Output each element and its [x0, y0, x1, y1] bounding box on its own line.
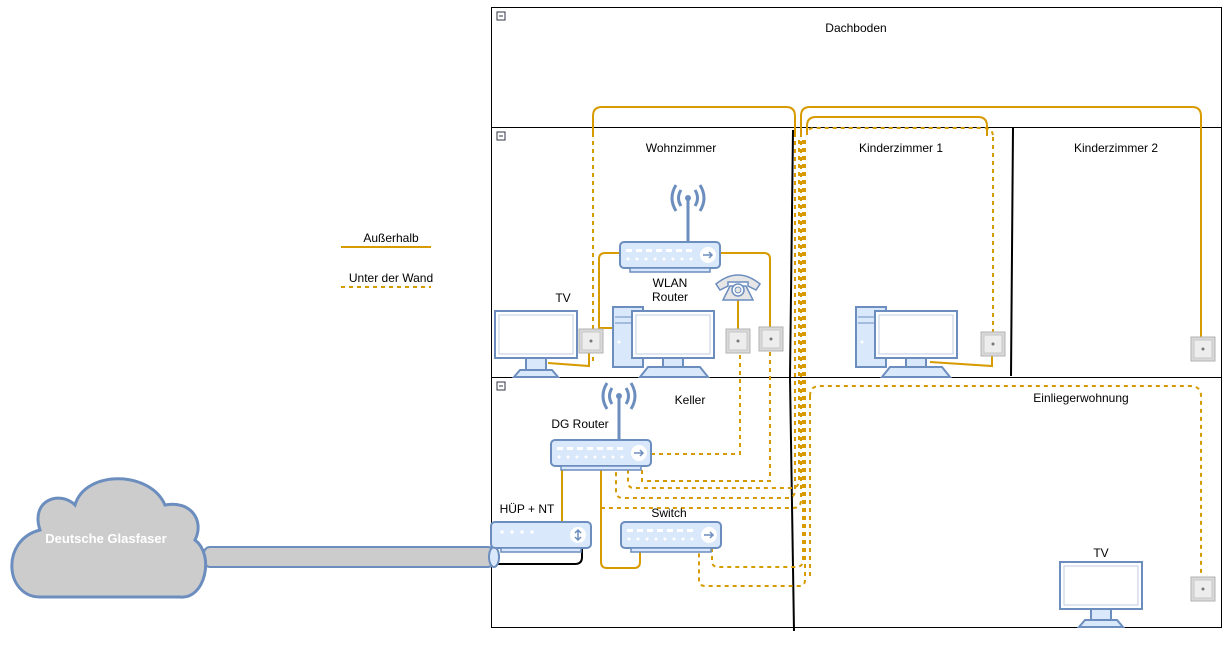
fiber-pipe	[203, 546, 500, 568]
cloud-label: Deutsche Glasfaser	[45, 531, 166, 546]
cable	[806, 116, 988, 133]
room-label-wohnzimmer: Wohnzimmer	[646, 141, 716, 155]
huep-nt-label: HÜP + NT	[500, 502, 555, 516]
dg-router: DG Router	[550, 382, 652, 471]
dg-router-label: DG Router	[551, 417, 608, 431]
huep-nt: HÜP + NT	[490, 502, 592, 553]
tv-label: TV	[1093, 546, 1108, 560]
legend-label-outside: Außerhalb	[363, 231, 419, 245]
cable	[615, 133, 796, 499]
switch-label: Switch	[651, 506, 686, 520]
pc-kinderzimmer1	[855, 306, 958, 378]
collapse-icon[interactable]	[496, 11, 506, 21]
antenna-icon	[670, 184, 706, 242]
cables-outside	[547, 106, 1202, 569]
wall-socket	[980, 331, 1006, 357]
cable	[809, 385, 1202, 580]
wall-socket	[758, 326, 784, 352]
cable	[600, 467, 641, 569]
cable	[641, 352, 771, 482]
collapse-icon[interactable]	[496, 381, 506, 391]
room-label-kinderzimmer1: Kinderzimmer 1	[859, 141, 943, 155]
room-keller: Keller Einliegerwohnung	[491, 377, 1222, 628]
cable	[651, 352, 741, 455]
wall-divider	[1010, 127, 1014, 377]
tv-wohnzimmer: TV	[494, 291, 578, 378]
wall-socket	[578, 328, 604, 354]
antenna-icon	[601, 382, 637, 440]
legend: Außerhalb Unter der Wand	[341, 231, 433, 288]
cable-black	[497, 548, 583, 565]
room-label-kinderzimmer2: Kinderzimmer 2	[1074, 141, 1158, 155]
cable	[600, 133, 802, 509]
cable	[592, 106, 796, 133]
room-dachboden: Dachboden	[491, 7, 1222, 128]
cloud-deutsche-glasfaser: Deutsche Glasfaser	[10, 477, 208, 599]
cable	[698, 140, 806, 587]
tv-einliegerwohnung: TV	[1059, 546, 1143, 628]
legend-label-in-wall: Unter der Wand	[349, 271, 433, 285]
room-label-dachboden: Dachboden	[825, 21, 886, 35]
cable	[547, 352, 590, 368]
room-label-keller: Keller	[675, 393, 706, 407]
keyboard-icon	[637, 366, 711, 378]
collapse-icon[interactable]	[496, 131, 506, 141]
wlan-router-label-1: WLAN	[653, 276, 688, 290]
wall-divider	[789, 377, 795, 632]
cable	[598, 252, 620, 329]
cloud-icon	[10, 477, 208, 599]
cable	[720, 252, 771, 332]
cable	[986, 133, 994, 335]
wall-socket	[725, 328, 751, 354]
cable	[800, 106, 1202, 345]
cables-in-wall	[592, 127, 1202, 587]
cable	[806, 127, 994, 138]
wlan-router-label-2: Router	[652, 290, 688, 304]
keyboard-icon	[879, 366, 953, 378]
wall-socket	[1190, 576, 1216, 602]
telephone-icon	[714, 274, 762, 301]
room-label-einliegerwohnung: Einliegerwohnung	[1033, 391, 1128, 405]
cable	[929, 352, 993, 368]
pc-wohnzimmer	[612, 306, 715, 378]
switch: Switch	[620, 506, 722, 553]
tv-label: TV	[555, 291, 570, 305]
wall-divider	[789, 129, 794, 378]
wlan-router: WLAN Router	[619, 184, 721, 304]
wall-socket	[1190, 336, 1216, 362]
